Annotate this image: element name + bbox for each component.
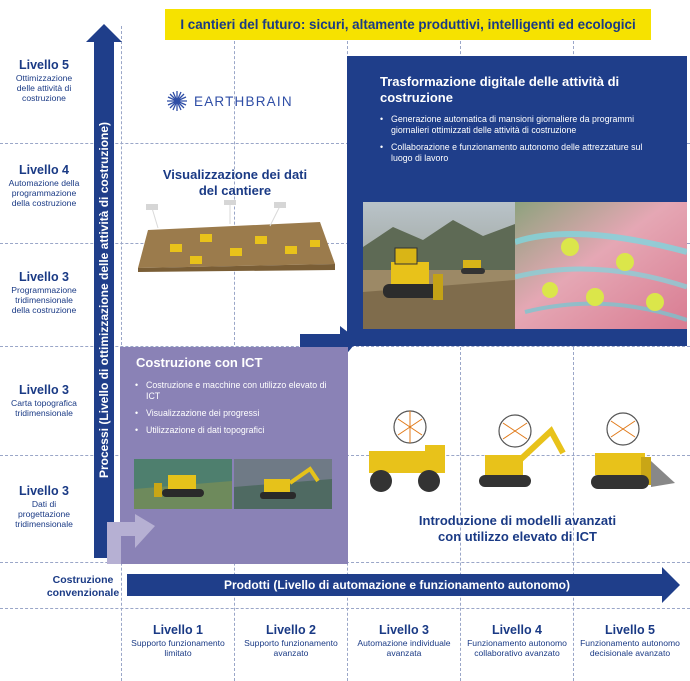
list-item: Utilizzazione di dati topografici	[135, 425, 335, 436]
row-level-label: Livello 3	[18, 270, 70, 284]
list-item: Collaborazione e funzionamento autonomo …	[380, 142, 660, 164]
row-level-desc: della costruzione	[11, 305, 77, 315]
ict-bullet-list: Costruzione e macchine con utilizzo elev…	[135, 380, 335, 442]
autonomous-machines-illustration	[369, 410, 675, 492]
row-level-3-design: Livello 3 Dati di progettazione tridimen…	[2, 484, 86, 529]
row-level-desc: tridimensionale	[15, 295, 73, 305]
row-level-desc: programmazione	[11, 188, 77, 198]
earthbrain-logo: EARTHBRAIN	[166, 90, 306, 112]
conventional-construction-label: Costruzione convenzionale	[44, 574, 122, 600]
digital-transformation-title: Trasformazione digitale delle attività d…	[380, 74, 670, 106]
earthbrain-logo-text: EARTHBRAIN	[194, 93, 293, 109]
column-level-desc: Automazione individuale	[357, 638, 451, 648]
row-level-desc: Ottimizzazione	[15, 73, 73, 83]
list-item: Visualizzazione dei progressi	[135, 408, 335, 419]
row-level-desc: tridimensionale	[15, 519, 73, 529]
column-level-desc: avanzato	[273, 648, 309, 658]
ict-excavator-photo	[234, 459, 332, 509]
corner-arrow	[107, 514, 155, 564]
dump-truck-icon	[369, 410, 445, 492]
process-axis-bar	[94, 40, 114, 558]
column-level-label: Livello 2	[265, 623, 317, 637]
column-level-desc: avanzata	[386, 648, 422, 658]
visualization-title-line: del cantiere	[198, 183, 272, 198]
advanced-title-line: con utilizzo elevato di ICT	[438, 529, 597, 544]
column-level-5: Livello 5 Funzionamento autonomo decisio…	[575, 622, 685, 658]
column-level-desc: Supporto funzionamento	[131, 638, 225, 648]
column-level-desc: Funzionamento autonomo	[467, 638, 567, 648]
column-level-label: Livello 3	[378, 623, 430, 637]
ict-construction-panel: Costruzione con ICT Costruzione e macchi…	[120, 347, 348, 564]
conventional-line: Costruzione	[52, 574, 114, 586]
digital-bullet-list: Generazione automatica di mansioni giorn…	[380, 114, 660, 170]
digital-title-line: costruzione	[380, 90, 453, 105]
column-level-desc: Funzionamento autonomo	[580, 638, 680, 648]
grid-line	[0, 143, 690, 144]
grid-line	[460, 26, 461, 681]
row-level-desc: costruzione	[22, 93, 66, 103]
advanced-models-title: Introduzione di modelli avanzati con uti…	[390, 513, 645, 545]
visualization-title-line: Visualizzazione dei dati	[162, 167, 308, 182]
bulldozer-icon	[591, 412, 675, 489]
row-level-label: Livello 3	[18, 484, 70, 498]
row-level-desc: tridimensionale	[15, 408, 73, 418]
column-level-desc: collaborativo avanzato	[474, 648, 560, 658]
process-axis-arrowhead	[86, 24, 122, 42]
digital-terrain-image	[515, 202, 687, 329]
row-level-desc: della costruzione	[11, 198, 77, 208]
digital-title-line: Trasformazione digitale delle attività d…	[380, 74, 620, 89]
column-level-2: Livello 2 Supporto funzionamento avanzat…	[236, 622, 346, 658]
row-level-desc: Dati di	[31, 499, 57, 509]
row-level-desc: Automazione della	[8, 178, 80, 188]
row-level-desc: progettazione	[17, 509, 71, 519]
row-level-desc: Carta topografica	[11, 398, 77, 408]
row-level-desc: Programmazione	[11, 285, 77, 295]
grid-line	[0, 243, 690, 244]
ict-dozer-photo	[134, 459, 232, 509]
column-level-3: Livello 3 Automazione individuale avanza…	[349, 622, 459, 658]
column-level-desc: limitato	[164, 648, 192, 658]
row-level-label: Livello 5	[18, 58, 70, 72]
column-level-4: Livello 4 Funzionamento autonomo collabo…	[462, 622, 572, 658]
product-axis-label: Prodotti (Livello di automazione e funzi…	[127, 574, 667, 596]
column-level-1: Livello 1 Supporto funzionamento limitat…	[123, 622, 233, 658]
excavator-icon	[479, 414, 566, 487]
earthbrain-logo-icon	[167, 91, 187, 111]
product-axis-arrowhead	[662, 567, 680, 603]
row-level-desc: delle attività di	[16, 83, 72, 93]
row-level-5: Livello 5 Ottimizzazione delle attività …	[2, 58, 86, 103]
grid-line	[573, 26, 574, 681]
row-level-3-topography: Livello 3 Carta topografica tridimension…	[2, 383, 86, 418]
digital-transformation-panel: Trasformazione digitale delle attività d…	[347, 56, 687, 346]
advanced-title-line: Introduzione di modelli avanzati	[418, 513, 617, 528]
row-level-4: Livello 4 Automazione della programmazio…	[2, 163, 86, 208]
page-title: I cantieri del futuro: sicuri, altamente…	[165, 9, 651, 40]
column-level-desc: Supporto funzionamento	[244, 638, 338, 648]
site-visualization-title: Visualizzazione dei dati del cantiere	[140, 167, 330, 199]
process-axis-label: Processi (Livello di ottimizzazione dell…	[97, 121, 111, 479]
column-level-desc: decisionale avanzato	[589, 648, 671, 658]
conventional-line: convenzionale	[46, 587, 120, 599]
row-level-3-planning: Livello 3 Programmazione tridimensionale…	[2, 270, 86, 315]
site-visualization-illustration	[138, 200, 335, 272]
ict-title: Costruzione con ICT	[136, 355, 263, 370]
column-level-label: Livello 1	[152, 623, 204, 637]
list-item: Generazione automatica di mansioni giorn…	[380, 114, 660, 136]
column-level-label: Livello 5	[604, 623, 656, 637]
row-level-label: Livello 3	[18, 383, 70, 397]
grid-line	[0, 608, 690, 609]
row-level-label: Livello 4	[18, 163, 70, 177]
bulldozer-photo	[363, 202, 515, 329]
list-item: Costruzione e macchine con utilizzo elev…	[135, 380, 335, 402]
column-level-label: Livello 4	[491, 623, 543, 637]
